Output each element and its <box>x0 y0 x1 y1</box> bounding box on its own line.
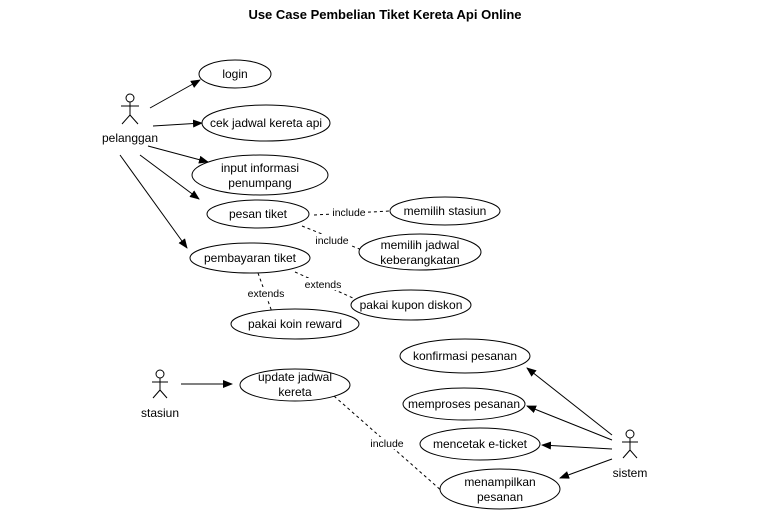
extends-label-koin: extends <box>248 288 285 300</box>
use-case-input-informasi-label-2: penumpang <box>228 176 291 190</box>
association-pelanggan-input-informasi <box>147 145 209 164</box>
association-pelanggan-login <box>149 79 201 109</box>
actor-stasiun-figure-icon <box>152 369 168 399</box>
use-case-pakai-koin-label: pakai koin reward <box>248 317 342 331</box>
actor-pelanggan: pelanggan <box>102 93 158 145</box>
use-case-mencetak-label: mencetak e-ticket <box>433 437 528 451</box>
actor-pelanggan-figure-icon <box>121 93 139 125</box>
use-case-pesan-tiket-label: pesan tiket <box>229 207 288 221</box>
use-case-memproses-label: memproses pesanan <box>408 397 520 411</box>
include-label-menampilkan: include <box>370 438 403 450</box>
association-pelanggan-pesan-tiket <box>139 154 200 200</box>
include-label-memilih-stasiun: include <box>332 207 365 219</box>
use-case-pakai-kupon-label: pakai kupon diskon <box>360 298 463 312</box>
association-sistem-mencetak <box>541 441 613 450</box>
actor-sistem: sistem <box>613 429 648 480</box>
use-case-cek-jadwal-label: cek jadwal kereta api <box>210 116 322 130</box>
use-case-input-informasi-label-1: input informasi <box>221 161 299 175</box>
use-case-memilih-jadwal-label-2: keberangkatan <box>380 253 459 267</box>
association-pelanggan-cek-jadwal <box>152 119 203 128</box>
actor-stasiun-label: stasiun <box>141 406 179 420</box>
use-case-menampilkan-label-1: menampilkan <box>464 475 535 489</box>
use-case-pakai-koin: pakai koin reward <box>230 308 360 340</box>
use-case-login-label: login <box>222 67 247 81</box>
use-case-pesan-tiket: pesan tiket <box>206 199 310 229</box>
association-sistem-memproses <box>526 405 613 441</box>
use-case-memilih-stasiun-label: memilih stasiun <box>404 204 487 218</box>
use-case-memilih-stasiun: memilih stasiun <box>389 196 501 226</box>
use-case-pembayaran-tiket: pembayaran tiket <box>189 242 311 274</box>
use-case-update-jadwal: update jadwal kereta <box>239 368 351 402</box>
use-case-pembayaran-tiket-label: pembayaran tiket <box>204 251 297 265</box>
use-case-konfirmasi: konfirmasi pesanan <box>399 338 531 374</box>
use-case-memilih-jadwal-label-1: memilih jadwal <box>381 238 460 252</box>
use-case-mencetak: mencetak e-ticket <box>419 427 541 461</box>
use-case-memilih-jadwal: memilih jadwal keberangkatan <box>358 233 482 271</box>
association-sistem-menampilkan <box>559 458 613 479</box>
association-sistem-konfirmasi <box>526 367 613 436</box>
actor-sistem-label: sistem <box>613 466 648 480</box>
actor-pelanggan-label: pelanggan <box>102 131 158 145</box>
actor-sistem-figure-icon <box>622 429 638 459</box>
include-label-memilih-jadwal: include <box>315 235 348 247</box>
use-case-pakai-kupon: pakai kupon diskon <box>350 289 472 321</box>
use-case-input-informasi: input informasi penumpang <box>191 154 329 196</box>
use-case-memproses: memproses pesanan <box>402 387 526 421</box>
association-pelanggan-pembayaran <box>119 154 188 249</box>
use-case-cek-jadwal: cek jadwal kereta api <box>201 104 331 142</box>
use-case-menampilkan-label-2: pesanan <box>477 490 523 504</box>
use-case-menampilkan: menampilkan pesanan <box>439 468 561 510</box>
use-case-login: login <box>198 59 272 89</box>
use-case-update-jadwal-label-2: kereta <box>278 385 312 399</box>
actor-stasiun: stasiun <box>141 369 179 420</box>
use-case-update-jadwal-label-1: update jadwal <box>258 370 332 384</box>
extends-label-kupon: extends <box>305 279 342 291</box>
use-case-konfirmasi-label: konfirmasi pesanan <box>413 349 517 363</box>
diagram-title: Use Case Pembelian Tiket Kereta Api Onli… <box>248 7 521 22</box>
